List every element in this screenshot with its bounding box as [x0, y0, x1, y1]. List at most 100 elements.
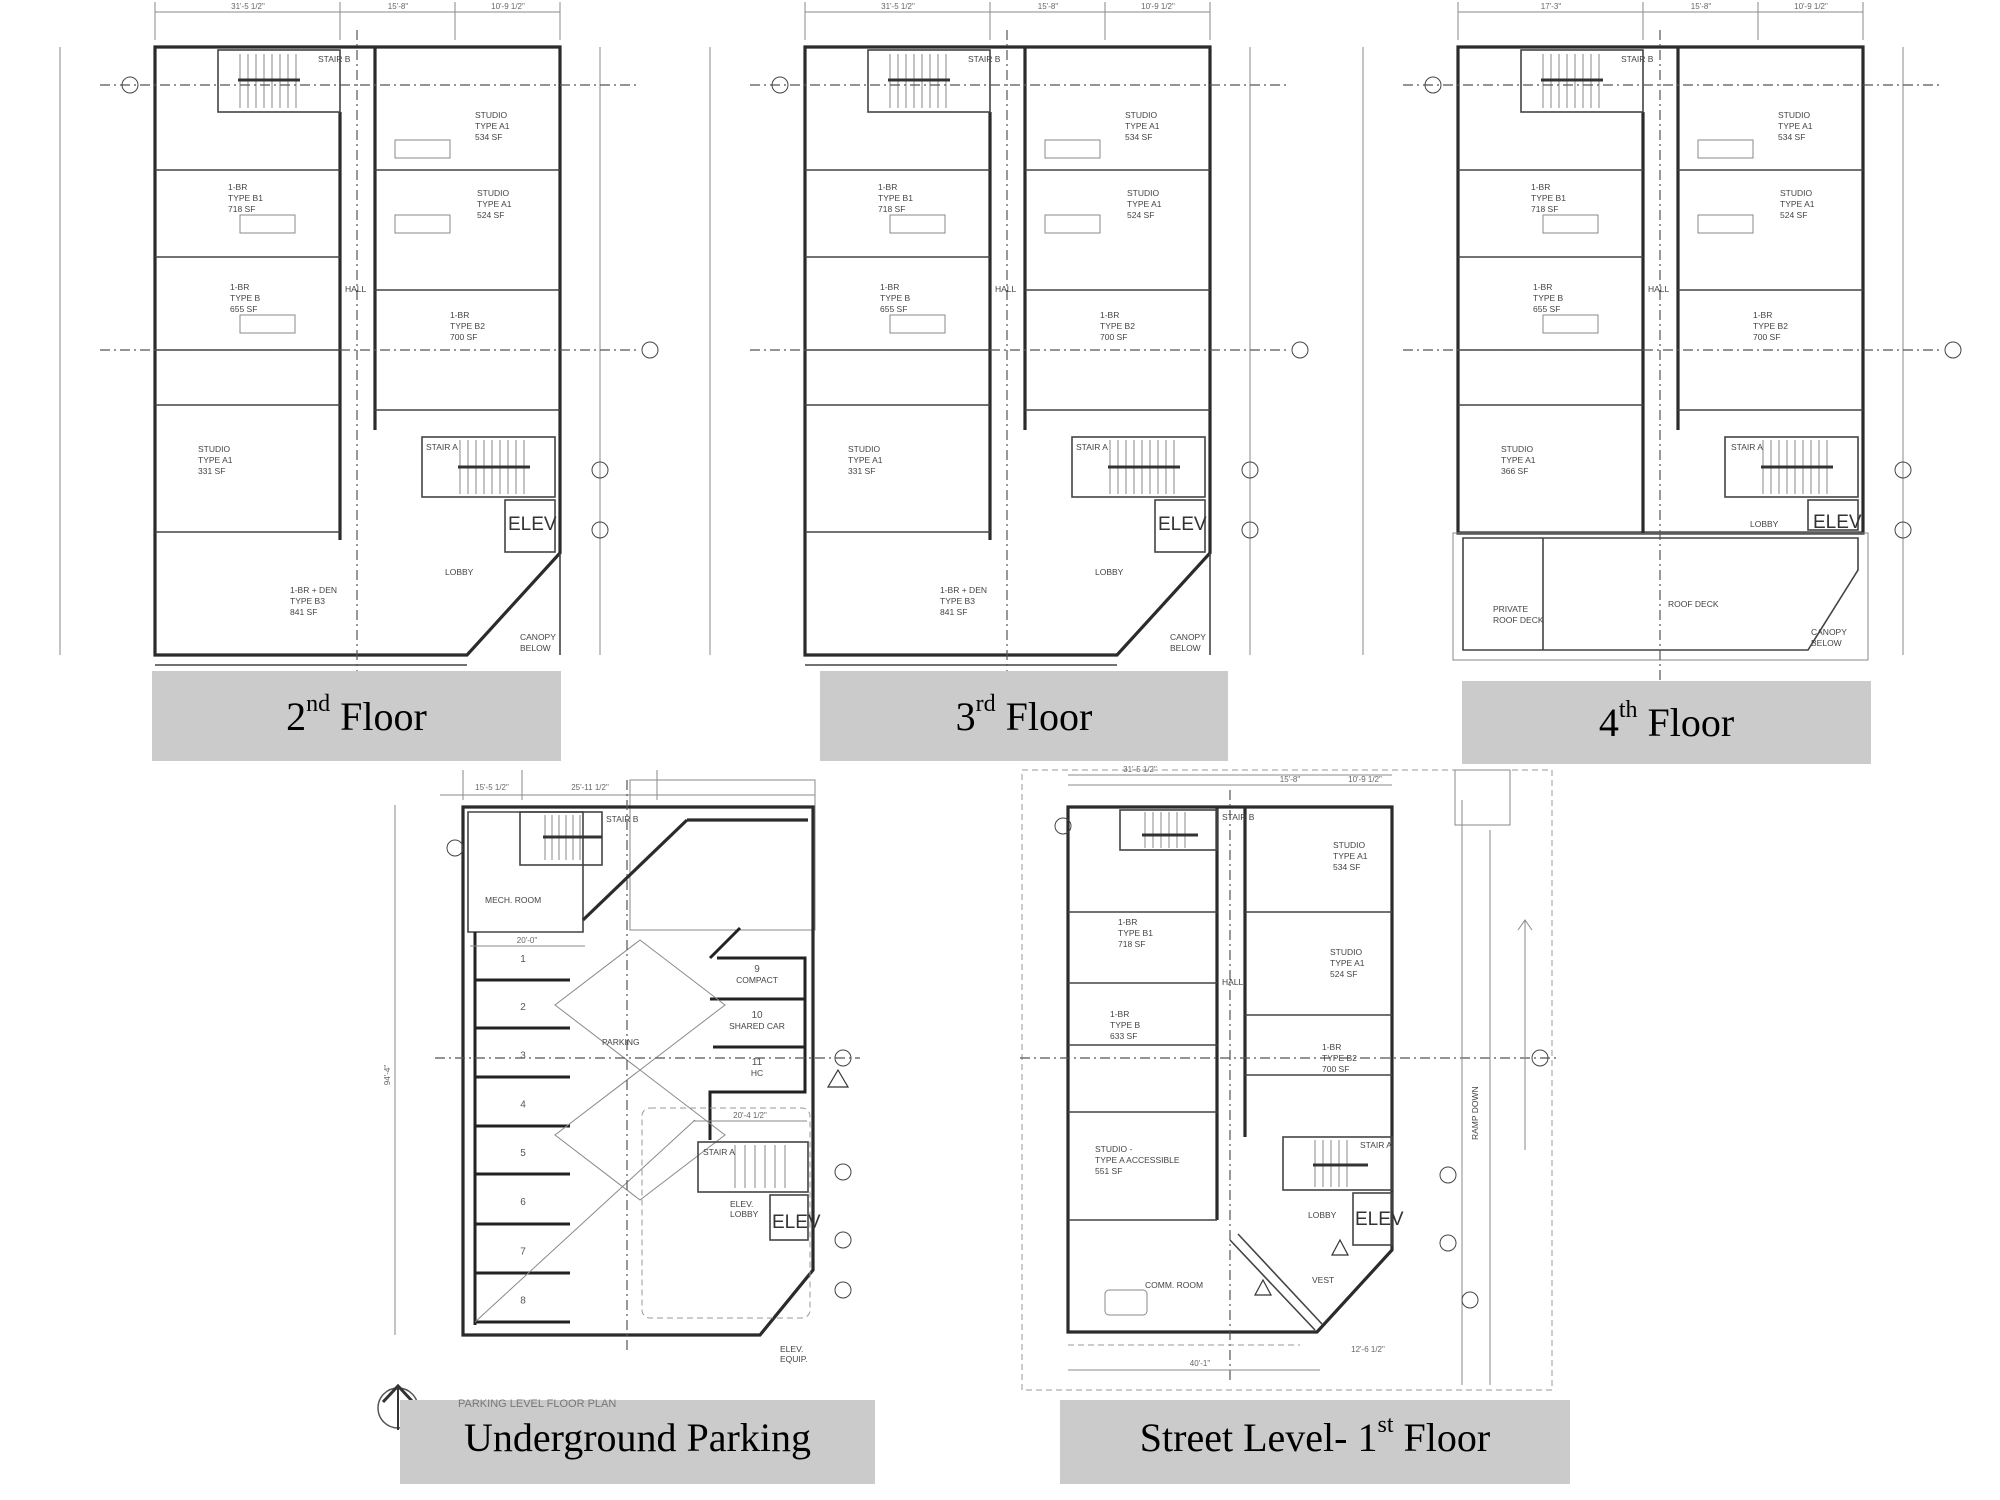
elevator-label: ELEV	[1813, 512, 1862, 533]
caption-title: 2nd Floor	[152, 691, 561, 740]
room-label: ROOF DECK	[1493, 615, 1544, 625]
dimension-label: 40'-1"	[1190, 1359, 1211, 1368]
room-label: STUDIO	[198, 444, 231, 454]
room-label: STAIR A	[1076, 442, 1108, 452]
room-label: LOBBY	[730, 1209, 759, 1219]
room-label: 718 SF	[878, 204, 905, 214]
dimension-label: 15'-8"	[1280, 775, 1301, 784]
room-label: TYPE A1	[1125, 121, 1160, 131]
room-label: 655 SF	[880, 304, 907, 314]
room-label: LOBBY	[445, 567, 474, 577]
room-label: PRIVATE	[1493, 604, 1528, 614]
room-label: 700 SF	[1753, 332, 1780, 342]
room-label: STAIR B	[968, 54, 1001, 64]
caption-second-floor: 2nd Floor	[152, 671, 561, 761]
dimension-label: 15'-8"	[1691, 2, 1712, 11]
room-label: BELOW	[1811, 638, 1842, 648]
stall-type: SHARED CAR	[729, 1021, 785, 1031]
stall-number: 6	[520, 1197, 526, 1208]
room-label: 1-BR + DEN	[290, 585, 337, 595]
room-label: TYPE B1	[1531, 193, 1566, 203]
dimension-label: 25'-11 1/2"	[571, 783, 609, 792]
room-label: 700 SF	[450, 332, 477, 342]
floor-label-prefix: Street Level- 1	[1139, 1415, 1378, 1460]
room-label: 718 SF	[1531, 204, 1558, 214]
room-label: 700 SF	[1322, 1064, 1349, 1074]
floor-number: 4	[1598, 700, 1619, 745]
room-label: STAIR A	[1731, 442, 1763, 452]
dimension-label: 20'-0"	[517, 936, 538, 945]
room-label: LOBBY	[1308, 1210, 1337, 1220]
room-label: TYPE B2	[1100, 321, 1135, 331]
dimension-label: 10'-9 1/2"	[1141, 2, 1175, 11]
room-label: STUDIO	[1780, 188, 1813, 198]
room-label: HALL	[1648, 284, 1670, 294]
stall-number: 4	[520, 1100, 526, 1111]
caption-underground-parking: PARKING LEVEL FLOOR PLAN Underground Par…	[400, 1398, 875, 1484]
room-label: HALL	[1222, 977, 1244, 987]
room-label: 655 SF	[1533, 304, 1560, 314]
street-level-plan: 31'-5 1/2" 15'-8" 10'-9 1/2" 40'-1" 12'-…	[1020, 765, 1560, 1391]
stall-type: COMPACT	[736, 975, 778, 985]
floor-word: Floor	[1005, 694, 1093, 739]
room-label: 718 SF	[228, 204, 255, 214]
room-label: 534 SF	[1125, 132, 1152, 142]
floor-number: 2	[286, 694, 307, 739]
elevator-label: ELEV	[772, 1212, 821, 1233]
dimension-label: 12'-6 1/2"	[1351, 1345, 1385, 1354]
room-label: STUDIO	[1778, 110, 1811, 120]
caption-title: 3rd Floor	[820, 691, 1228, 740]
room-label: STUDIO	[477, 188, 510, 198]
caption-title: Underground Parking	[464, 1415, 811, 1460]
room-label: TYPE A1	[198, 455, 233, 465]
room-label: PARKING	[602, 1037, 640, 1047]
room-label: BELOW	[520, 643, 551, 653]
room-label: STUDIO	[1501, 444, 1534, 454]
room-label: ROOF DECK	[1668, 599, 1719, 609]
caption-title: 4th Floor	[1462, 697, 1871, 746]
room-label: TYPE B1	[1118, 928, 1153, 938]
room-label: 1-BR	[1322, 1042, 1341, 1052]
room-label: TYPE A1	[1127, 199, 1162, 209]
room-label: TYPE B3	[290, 596, 325, 606]
room-label: TYPE A ACCESSIBLE	[1095, 1155, 1180, 1165]
room-label: 1-BR	[1118, 917, 1137, 927]
stall-number: 2	[520, 1002, 526, 1013]
room-label: STAIR A	[426, 442, 458, 452]
room-label: 524 SF	[477, 210, 504, 220]
room-label: STUDIO	[1127, 188, 1160, 198]
room-label: 633 SF	[1110, 1031, 1137, 1041]
room-label: 534 SF	[1333, 862, 1360, 872]
dimension-label: 15'-8"	[388, 2, 409, 11]
room-label: TYPE A1	[477, 199, 512, 209]
room-label: STUDIO -	[1095, 1144, 1132, 1154]
room-label: 1-BR	[1531, 182, 1550, 192]
room-label: HALL	[995, 284, 1017, 294]
room-label: ELEV.	[730, 1199, 753, 1209]
floor-word: Floor	[1403, 1415, 1491, 1460]
dimension-label: 10'-9 1/2"	[1348, 775, 1382, 784]
room-label: TYPE B3	[940, 596, 975, 606]
room-label: 1-BR	[880, 282, 899, 292]
floor-word: Floor	[1647, 700, 1735, 745]
room-label: 841 SF	[940, 607, 967, 617]
floor-plan-second: 31'-5 1/2"15'-8"10'-9 1/2"STAIR B1-BRTYP…	[59, 2, 659, 680]
room-label: EQUIP.	[780, 1354, 808, 1364]
room-label: TYPE B	[1110, 1020, 1141, 1030]
room-label: 1-BR	[1753, 310, 1772, 320]
room-label: TYPE B2	[1753, 321, 1788, 331]
room-label: STAIR A	[1360, 1140, 1392, 1150]
floor-ordinal-suffix: st	[1377, 1412, 1394, 1438]
room-label: STAIR B	[606, 814, 639, 824]
ramp-label: RAMP DOWN	[1470, 1086, 1480, 1140]
room-label: STUDIO	[848, 444, 881, 454]
room-label: CANOPY	[520, 632, 556, 642]
dimension-label: 31'-5 1/2"	[231, 2, 265, 11]
room-label: TYPE A1	[475, 121, 510, 131]
room-label: 524 SF	[1780, 210, 1807, 220]
stall-number: 9	[754, 964, 760, 975]
